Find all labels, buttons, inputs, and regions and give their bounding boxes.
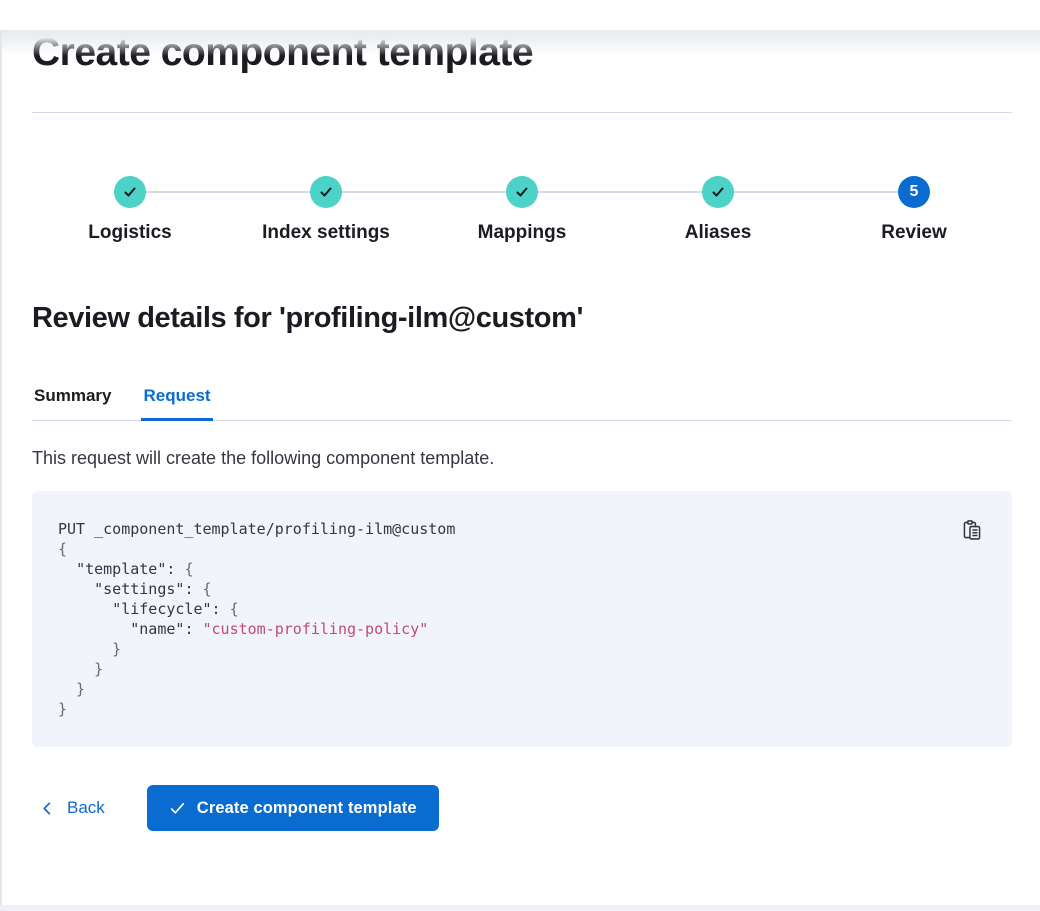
code-line: "settings": { xyxy=(94,580,212,598)
code-line: } xyxy=(58,700,68,718)
code-line: PUT _component_template/profiling-ilm@cu… xyxy=(58,520,456,538)
request-code: PUT _component_template/profiling-ilm@cu… xyxy=(58,519,986,719)
step-label: Review xyxy=(881,222,947,243)
copy-clipboard-icon xyxy=(961,519,983,544)
code-line: "template": { xyxy=(76,560,194,578)
code-line: "lifecycle": { xyxy=(112,600,239,618)
step-aliases[interactable]: Aliases xyxy=(620,176,816,244)
review-heading: Review details for 'profiling-ilm@custom… xyxy=(32,302,583,334)
create-component-template-page: Create component template Logistics Index… xyxy=(0,30,1040,831)
step-label: Index settings xyxy=(262,222,390,243)
title-divider xyxy=(32,112,1012,113)
step-label: Mappings xyxy=(477,222,567,243)
code-line: } xyxy=(58,680,86,698)
back-button[interactable]: Back xyxy=(40,798,105,818)
code-line: { xyxy=(58,540,68,558)
chevron-left-icon xyxy=(40,801,55,816)
wizard-footer: Back Create component template xyxy=(32,785,1012,831)
copy-to-clipboard-button[interactable] xyxy=(960,519,984,543)
step-complete-check-icon xyxy=(702,176,734,208)
review-tabs: Summary Request xyxy=(32,386,1012,421)
step-index-settings[interactable]: Index settings xyxy=(228,176,424,244)
step-label: Logistics xyxy=(88,222,172,243)
request-code-block: PUT _component_template/profiling-ilm@cu… xyxy=(32,491,1012,747)
code-line: } xyxy=(58,640,122,658)
step-mappings[interactable]: Mappings xyxy=(424,176,620,244)
step-complete-check-icon xyxy=(114,176,146,208)
request-description: This request will create the following c… xyxy=(32,448,495,468)
back-button-label: Back xyxy=(67,798,105,817)
create-component-template-button[interactable]: Create component template xyxy=(146,785,439,831)
check-icon xyxy=(169,800,186,817)
code-line: "name": "custom-profiling-policy" xyxy=(130,620,429,638)
step-complete-check-icon xyxy=(506,176,538,208)
step-complete-check-icon xyxy=(310,176,342,208)
page-title: Create component template xyxy=(32,31,534,74)
create-button-label: Create component template xyxy=(196,798,417,817)
tab-summary[interactable]: Summary xyxy=(32,386,113,420)
code-line: } xyxy=(58,660,104,678)
tab-request[interactable]: Request xyxy=(141,386,213,421)
page-bottom-edge xyxy=(0,905,1040,911)
step-label: Aliases xyxy=(684,222,752,243)
step-logistics[interactable]: Logistics xyxy=(32,176,228,244)
step-number-badge: 5 xyxy=(898,176,930,208)
